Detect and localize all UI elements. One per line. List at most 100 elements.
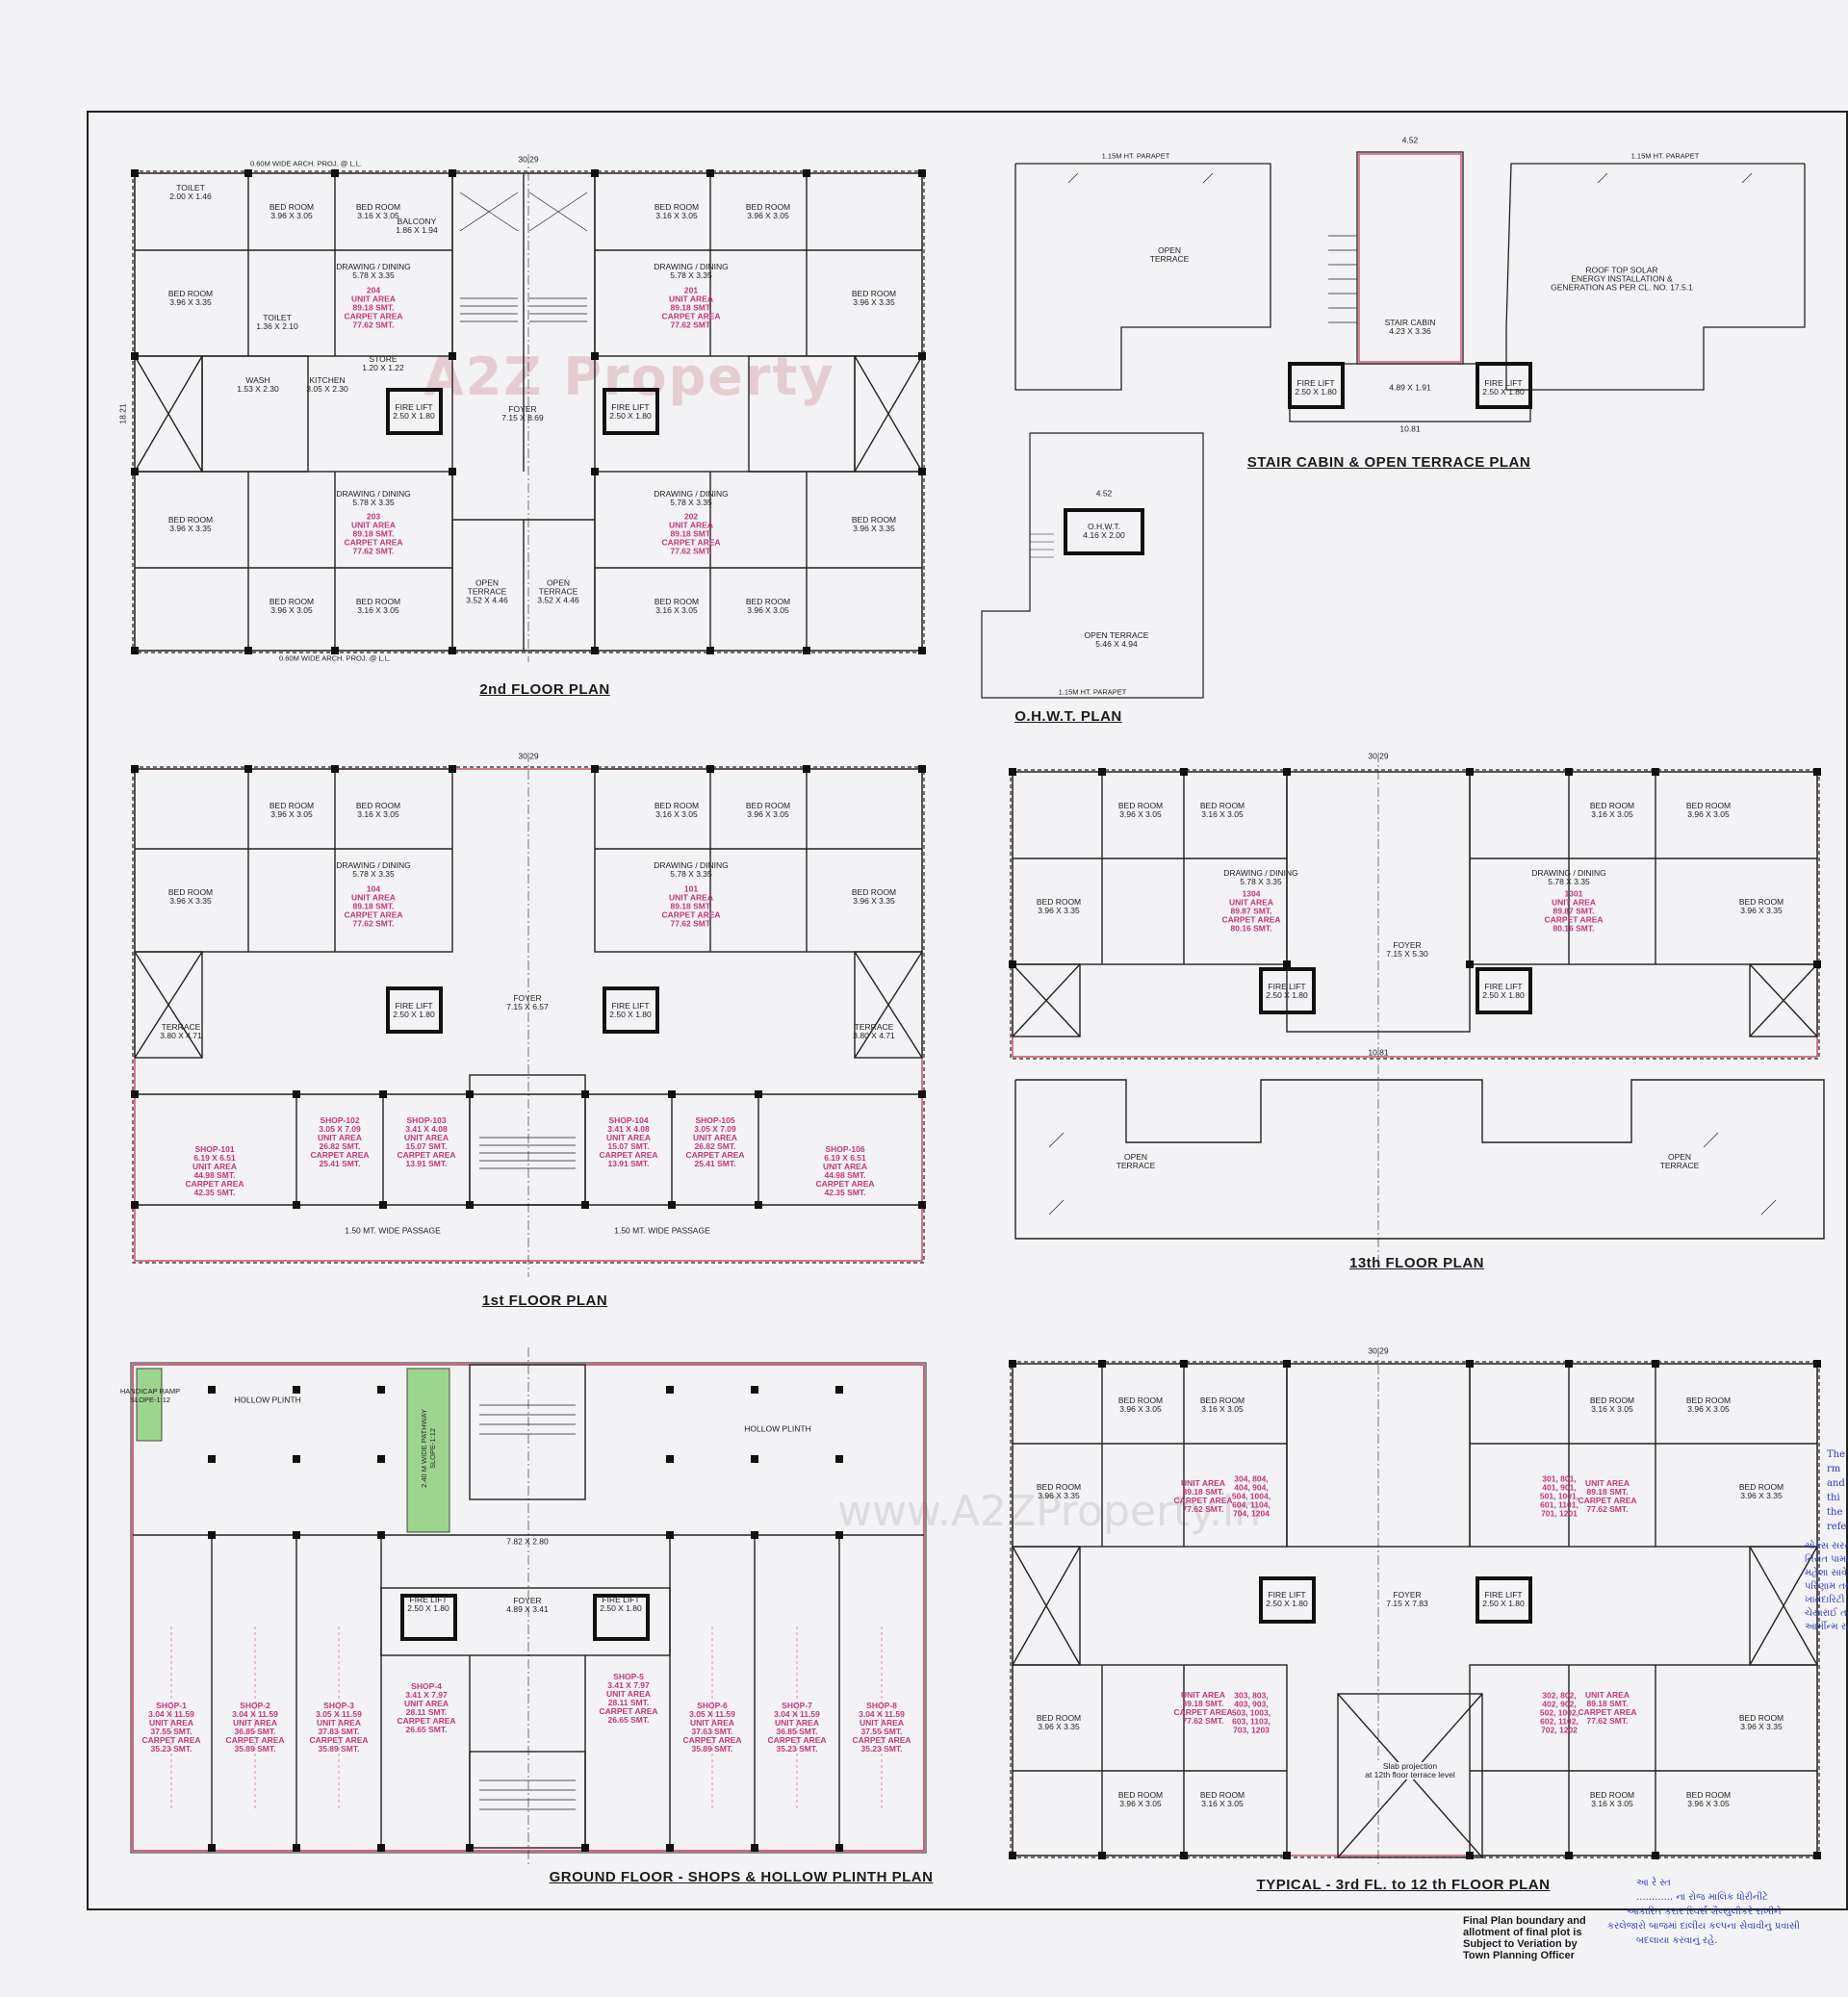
unit-area-303: UNIT AREA 89.18 SMT. CARPET AREA 77.62 S… — [1173, 1690, 1233, 1726]
handwritten-line-4: કરલેજારો બાજમાં દાલીય કલ્પના સેવાવીનું પ… — [1607, 1921, 1800, 1932]
title-ohwt: O.H.W.T. PLAN — [1014, 708, 1122, 725]
room-drawing-r: DRAWING / DINING 5.78 X 3.35 — [1531, 868, 1606, 886]
fire-lift-left: FIRE LIFT 2.50 X 1.80 — [393, 1001, 435, 1019]
shop-102: SHOP-102 3.05 X 7.09 UNIT AREA 26.82 SMT… — [310, 1115, 370, 1168]
room-bedroom-r6: BED ROOM 3.96 X 3.05 — [1685, 1790, 1732, 1808]
watermark-url: www.A2ZProperty.in — [837, 1487, 1262, 1536]
room-bedroom-r3: BED ROOM 3.96 X 3.35 — [1738, 897, 1784, 915]
passage-dim: 7.82 X 2.80 — [506, 1536, 549, 1547]
title-2nd-floor: 2nd FLOOR PLAN — [479, 681, 610, 698]
unit-101: 101 UNIT AREA 89.18 SMT. CARPET AREA 77.… — [661, 883, 721, 929]
handwritten-line-1: આ રે સ્ત — [1636, 1878, 1671, 1888]
title-13th-floor: 13th FLOOR PLAN — [1348, 1255, 1485, 1271]
room-bedroom-r1: BED ROOM 3.16 X 3.05 — [654, 202, 700, 220]
title-typical-floor: TYPICAL - 3rd FL. to 12 th FLOOR PLAN — [1256, 1877, 1551, 1893]
room-bedroom-2: BED ROOM 3.16 X 3.05 — [1199, 801, 1245, 819]
handwritten-margin-4: thi — [1827, 1493, 1840, 1503]
unit-area-301: UNIT AREA 89.18 SMT. CARPET AREA 77.62 S… — [1578, 1478, 1637, 1514]
room-drawing-r: DRAWING / DINING 5.78 X 3.35 — [654, 860, 729, 879]
unit-list-304: 304, 804, 404, 904, 504, 1004, 604, 1104… — [1231, 1473, 1271, 1519]
handwritten-line-2: ............ ના રોજ માલિક ધોરીનીટે — [1636, 1892, 1768, 1903]
room-bedroom-r2: BED ROOM 3.96 X 3.05 — [745, 801, 791, 819]
unit-list-301: 301, 801, 401, 901, 501, 1001, 601, 1101… — [1539, 1473, 1579, 1519]
handwritten-margin-3: and — [1827, 1478, 1845, 1489]
foyer: FOYER 7.15 X 6.57 — [506, 993, 549, 1011]
shop-7: SHOP-7 3.04 X 11.59 UNIT AREA 36.85 SMT.… — [767, 1701, 827, 1754]
dim-depth: 18.21 — [117, 403, 128, 424]
room-bedroom-r1: BED ROOM 3.16 X 3.05 — [1589, 1395, 1635, 1414]
stair-cabin: STAIR CABIN 4.23 X 3.36 — [1384, 318, 1436, 336]
parapet-top-right: 1.15M HT. PARAPET — [1630, 151, 1700, 161]
open-terrace-left: OPEN TERRACE — [1116, 1152, 1156, 1170]
pathway: 2.40 M WIDE PATHWAY SLOPE-1:12 — [420, 1409, 437, 1488]
unit-list-303: 303, 803, 403, 903, 503, 1003, 603, 1103… — [1231, 1690, 1271, 1735]
room-store: STORE 1.20 X 1.22 — [362, 354, 404, 372]
passage-left: 1.50 MT. WIDE PASSAGE — [345, 1225, 441, 1236]
plan-typical-floor: 30.29 BED ROOM 3.96 X 3.05 BED ROOM 3.16… — [991, 1346, 1848, 1867]
proj-label: 0.60M WIDE ARCH. PROJ. @ L.L. — [250, 159, 362, 168]
foyer: FOYER 7.15 X 8.69 — [501, 404, 544, 422]
room-bedroom-r2: BED ROOM 3.96 X 3.05 — [1685, 801, 1732, 819]
dim-width: 30.29 — [1368, 751, 1389, 761]
room-bedroom-r3: BED ROOM 3.96 X 3.35 — [851, 289, 897, 307]
fire-lift-right: FIRE LIFT 2.50 X 1.80 — [1482, 1590, 1525, 1608]
fire-lift-l: FIRE LIFT 2.50 X 1.80 — [1295, 378, 1337, 397]
shop-2: SHOP-2 3.04 X 11.59 UNIT AREA 36.85 SMT.… — [225, 1701, 285, 1754]
hollow-plinth-left: HOLLOW PLINTH — [234, 1395, 301, 1405]
room-bedroom-r3: BED ROOM 3.96 X 3.35 — [1738, 1482, 1784, 1500]
room-bedroom-3: BED ROOM 3.96 X 3.35 — [167, 289, 214, 307]
plan-ohwt-drawing — [981, 432, 1204, 699]
solar-note: ROOF TOP SOLAR ENERGY INSTALLATION & GEN… — [1551, 265, 1693, 293]
shop-8: SHOP-8 3.04 X 11.59 UNIT AREA 37.55 SMT.… — [852, 1701, 911, 1754]
room-bedroom-r3: BED ROOM 3.96 X 3.35 — [851, 887, 897, 906]
plan-13th-floor-drawing — [1009, 753, 1825, 1261]
room-toilet: TOILET 2.00 X 1.46 — [169, 183, 212, 201]
dim-ohwt: 4.52 — [1095, 488, 1113, 499]
room-kitchen: KITCHEN 3.05 X 2.30 — [306, 375, 348, 394]
unit-201: 201 UNIT AREA 89.18 SMT. CARPET AREA 77.… — [661, 285, 721, 330]
slab-projection: Slab projection at 12th floor terrace le… — [1365, 1761, 1455, 1779]
room-bedroom-r2: BED ROOM 3.96 X 3.05 — [1685, 1395, 1732, 1414]
room-bedroom-3: BED ROOM 3.96 X 3.35 — [167, 887, 214, 906]
room-drawing: DRAWING / DINING 5.78 X 3.35 — [1223, 868, 1298, 886]
shop-104: SHOP-104 3.41 X 4.08 UNIT AREA 15.07 SMT… — [599, 1115, 658, 1168]
handwritten-side-3: મહેશા સાવેદ — [1805, 1568, 1848, 1578]
room-bedroom-r6: BED ROOM 3.96 X 3.05 — [745, 597, 791, 615]
handwritten-margin-5: the — [1827, 1507, 1843, 1518]
fire-lift-right: FIRE LIFT 2.50 X 1.80 — [609, 1001, 652, 1019]
title-ground-floor: GROUND FLOOR - SHOPS & HOLLOW PLINTH PLA… — [549, 1869, 934, 1885]
plan-ground-floor-drawing — [130, 1347, 927, 1867]
plan-stair-cabin-drawing — [1014, 151, 1806, 422]
handwritten-side-6: ચેયારાઈ તથા — [1805, 1608, 1848, 1619]
room-drawing-l2: DRAWING / DINING 5.78 X 3.35 — [336, 489, 411, 507]
room-bedroom-r1: BED ROOM 3.16 X 3.05 — [654, 801, 700, 819]
shop-103: SHOP-103 3.41 X 4.08 UNIT AREA 15.07 SMT… — [397, 1115, 456, 1168]
dim-10-81: 10.81 — [1368, 1047, 1389, 1058]
ohwt-terrace: OPEN TERRACE 5.46 X 4.94 — [1084, 630, 1149, 649]
terrace-left: TERRACE 3.80 X 4.71 — [160, 1022, 202, 1040]
dim-width: 30.29 — [518, 154, 539, 165]
room-drawing: DRAWING / DINING 5.78 X 3.35 — [336, 262, 411, 280]
unit-1304: 1304 UNIT AREA 89.87 SMT. CARPET AREA 80… — [1221, 888, 1281, 934]
dim-width: 30.29 — [518, 751, 539, 761]
unit-list-302: 302, 802, 402, 902, 502, 1002, 602, 1102… — [1539, 1690, 1579, 1735]
shop-5: SHOP-5 3.41 X 7.97 UNIT AREA 28.11 SMT. … — [599, 1672, 658, 1725]
room-toilet-2: TOILET 1.36 X 2.10 — [256, 313, 298, 331]
plan-ohwt: 4.52 O.H.W.T. 4.16 X 2.00 OPEN TERRACE 5… — [977, 428, 1208, 703]
handwritten-side-7: આર્મીન્મ રહ — [1805, 1622, 1848, 1632]
room-bedroom-2: BED ROOM 3.16 X 3.05 — [1199, 1395, 1245, 1414]
room-bedroom-r2: BED ROOM 3.96 X 3.05 — [745, 202, 791, 220]
terrace-right: TERRACE 3.80 X 4.71 — [853, 1022, 895, 1040]
hollow-plinth-right: HOLLOW PLINTH — [744, 1423, 811, 1434]
plan-typical-floor-drawing — [1009, 1347, 1821, 1867]
room-bedroom-l6: BED ROOM 3.16 X 3.05 — [1199, 1790, 1245, 1808]
plan-13th-floor: 30.29 BED ROOM 3.96 X 3.05 BED ROOM 3.16… — [991, 751, 1848, 1261]
room-bedroom-3: BED ROOM 3.96 X 3.35 — [1036, 1482, 1082, 1500]
shop-106: SHOP-106 6.19 X 6.51 UNIT AREA 44.98 SMT… — [815, 1144, 875, 1197]
fire-lift-left: FIRE LIFT 2.50 X 1.80 — [1266, 982, 1308, 1000]
fire-lift-right: FIRE LIFT 2.50 X 1.80 — [600, 1595, 642, 1613]
room-bedroom-1: BED ROOM 3.96 X 3.05 — [1117, 1395, 1164, 1414]
unit-202: 202 UNIT AREA 89.18 SMT. CARPET AREA 77.… — [661, 511, 721, 556]
plan-2nd-floor: 30.29 0.60M WIDE ARCH. PROJ. @ L.L. 18.2… — [114, 154, 943, 663]
room-bedroom-3: BED ROOM 3.96 X 3.35 — [1036, 897, 1082, 915]
